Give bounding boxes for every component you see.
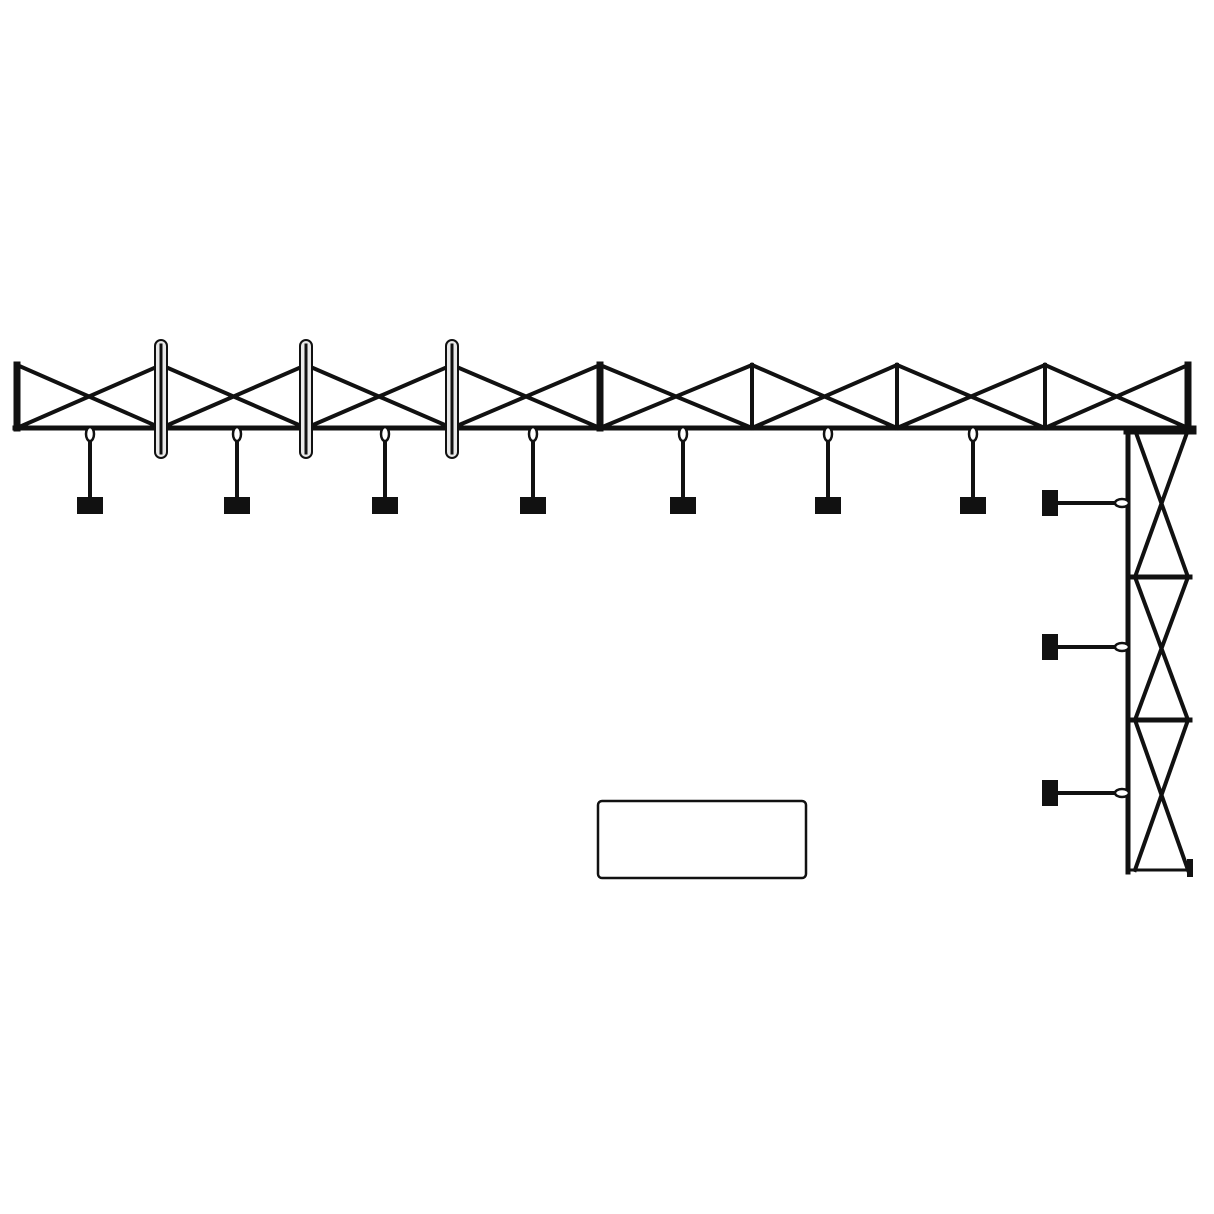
foot-weight [372,497,398,514]
foot-weight [960,497,986,514]
cross-brace [597,362,755,431]
foot-connector [379,425,391,443]
cross-brace [158,362,309,431]
cross-brace [303,362,455,431]
foot-connector [677,425,689,443]
foot-weight [1042,490,1058,516]
foot-weight [77,497,103,514]
foot-connector [1113,641,1131,653]
foot-connector [231,425,243,443]
top-frame [12,361,1195,432]
cross-brace [894,362,1048,431]
foot-weight [1042,634,1058,660]
cross-brace [1042,362,1191,431]
cross-brace [1132,717,1191,873]
side-frame [1123,425,1197,877]
cross-brace [14,362,164,431]
cross-brace [1132,427,1191,580]
foot-connector [84,425,96,443]
light-tubes [154,339,459,459]
foot-weight [670,497,696,514]
counter [596,799,808,880]
foot-weight [815,497,841,514]
cross-brace [749,362,900,431]
foot-weight [520,497,546,514]
foot-connector [1113,497,1131,509]
foot-connector [527,425,539,443]
foot-connector [822,425,834,443]
foot-weight [224,497,250,514]
foot-connector [1113,787,1131,799]
foot-weight [1042,780,1058,806]
cross-brace [449,362,603,431]
stabilizer-feet [77,425,1131,806]
foot-connector [967,425,979,443]
cross-brace [1132,574,1191,723]
